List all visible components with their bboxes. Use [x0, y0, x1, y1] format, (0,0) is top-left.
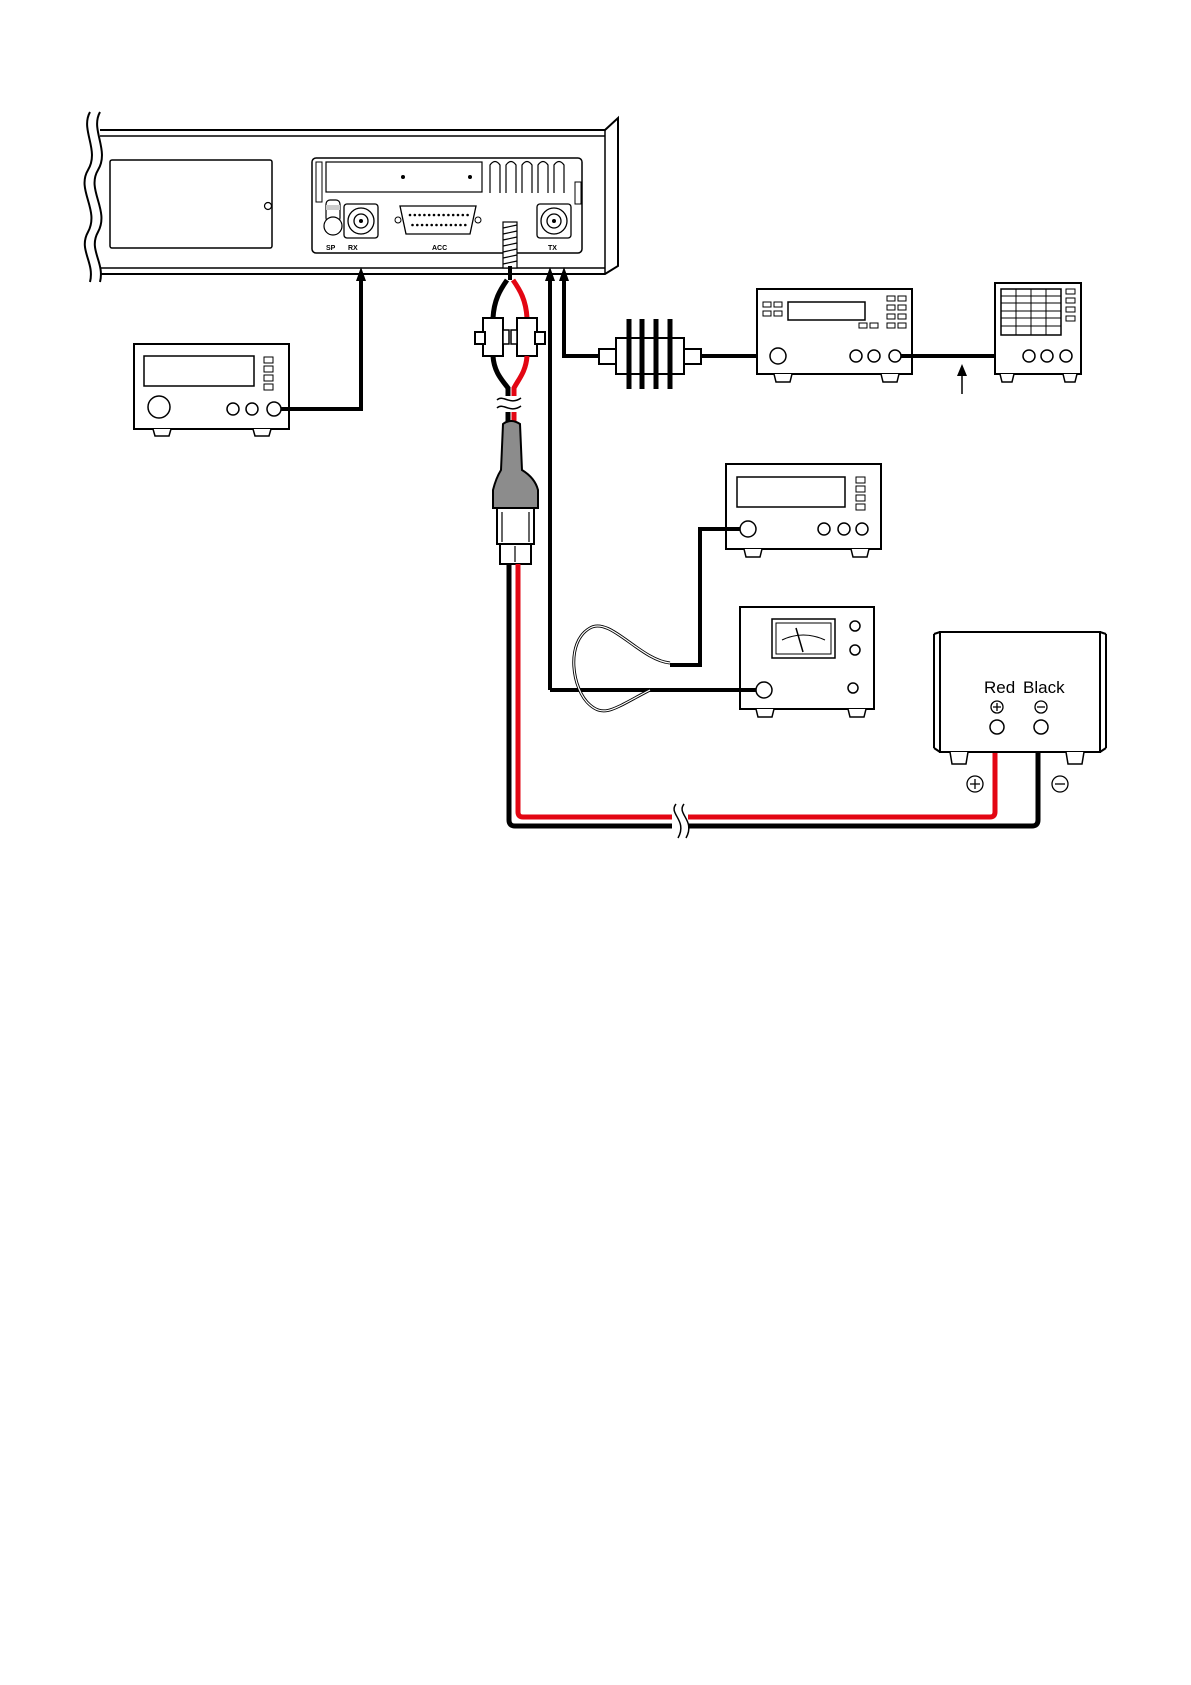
radio-cover-plate — [110, 160, 272, 248]
lead-negative-marker-icon — [1052, 776, 1068, 792]
speaker-jack[interactable] — [324, 200, 342, 235]
terminal-label-red: Red — [984, 678, 1015, 697]
signal-generator-output[interactable] — [267, 402, 281, 416]
acc-pin — [411, 224, 414, 227]
rx-connector[interactable] — [344, 204, 378, 238]
analog-meter — [740, 607, 874, 717]
acc-pin — [409, 214, 412, 217]
pickup-loop — [574, 626, 670, 711]
label-sp: SP — [326, 245, 336, 252]
acc-pin — [459, 224, 462, 227]
acc-pin — [450, 224, 453, 227]
radio-unit: SP RX ACC TX — [85, 112, 618, 282]
acc-pin — [435, 224, 438, 227]
negative-symbol-icon — [1035, 701, 1047, 713]
signal-generator — [134, 344, 289, 436]
acc-pin — [426, 224, 429, 227]
acc-pin — [466, 214, 469, 217]
connector-boot — [493, 421, 538, 508]
acc-pin — [416, 224, 419, 227]
rf-attenuator — [599, 319, 701, 389]
signal-generator-knob[interactable] — [148, 396, 170, 418]
oscilloscope — [995, 283, 1081, 382]
acc-pin — [421, 224, 424, 227]
fuse-holder-positive — [511, 318, 545, 356]
fuse-holder-negative — [475, 318, 509, 356]
acc-pin — [418, 214, 421, 217]
acc-pin — [445, 224, 448, 227]
acc-pin — [447, 214, 450, 217]
acc-pin — [442, 214, 445, 217]
test-instrument-middle — [726, 464, 881, 557]
acc-pin — [433, 214, 436, 217]
label-rx: RX — [348, 245, 358, 252]
meter-input[interactable] — [756, 682, 772, 698]
acc-pin — [454, 224, 457, 227]
positive-terminal[interactable] — [990, 720, 1004, 734]
label-acc: ACC — [432, 245, 447, 252]
spectrum-analyzer — [757, 289, 912, 382]
signal-generator-display — [144, 356, 254, 386]
cable-tx-attenuator — [564, 280, 614, 356]
acc-pin — [438, 214, 441, 217]
lead-positive-marker-icon — [967, 776, 983, 792]
acc-pin — [430, 224, 433, 227]
acc-pin — [414, 214, 417, 217]
acc-pin — [462, 214, 465, 217]
oscilloscope-input[interactable] — [1023, 350, 1035, 362]
acc-pin — [440, 224, 443, 227]
dc-power-supply: Red Black — [934, 632, 1106, 764]
dc-power-socket[interactable] — [503, 222, 517, 268]
spectrum-analyzer-output[interactable] — [889, 350, 901, 362]
acc-pin — [464, 224, 467, 227]
acc-connector[interactable] — [395, 206, 481, 234]
tx-connector[interactable] — [537, 204, 571, 238]
spectrum-analyzer-input[interactable] — [770, 348, 786, 364]
label-tx: TX — [548, 245, 557, 252]
acc-pin — [423, 214, 426, 217]
terminal-label-black: Black — [1023, 678, 1065, 697]
positive-symbol-icon — [991, 701, 1003, 713]
acc-pin — [428, 214, 431, 217]
acc-pin — [457, 214, 460, 217]
middle-instrument-input[interactable] — [740, 521, 756, 537]
cable-signal-generator-to-rx — [281, 276, 361, 409]
negative-terminal[interactable] — [1034, 720, 1048, 734]
acc-pin — [452, 214, 455, 217]
